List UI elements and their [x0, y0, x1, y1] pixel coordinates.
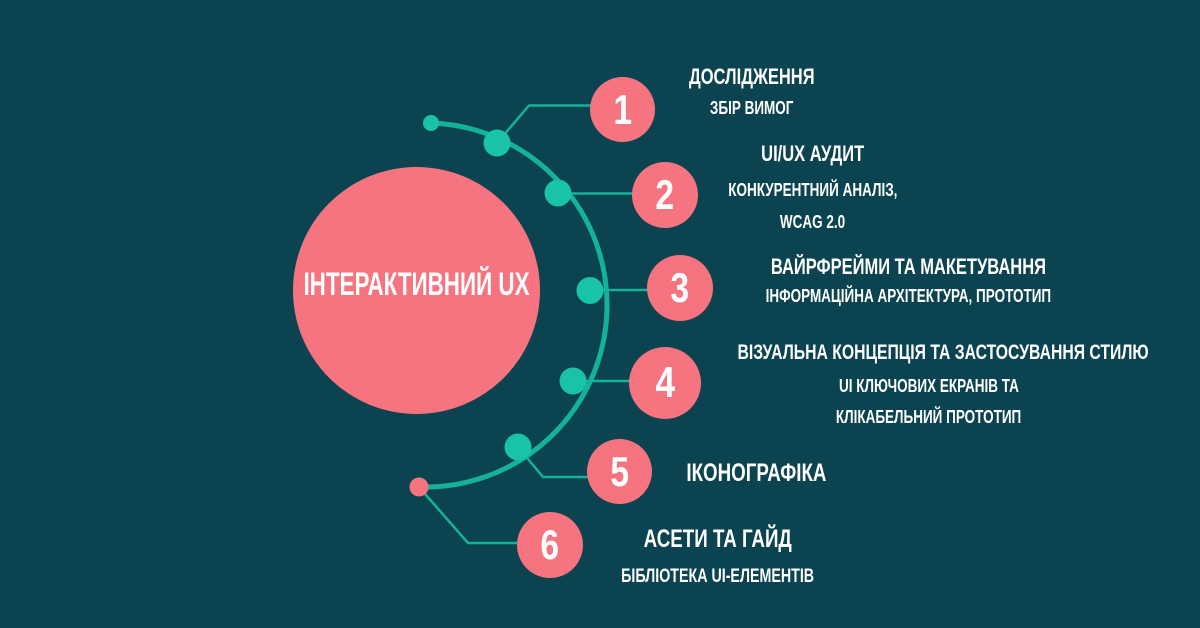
arc-node-5: [504, 433, 532, 461]
step-number-5: 5: [610, 447, 629, 495]
step-circle-1: 1: [590, 77, 655, 142]
arc-node-3: [576, 277, 604, 304]
step-circle-2: 2: [632, 162, 698, 228]
central-topic-label: ІНТЕРАКТИВНИЙ UX: [303, 265, 530, 302]
step-number-6: 6: [540, 521, 560, 568]
step-number-2: 2: [655, 171, 675, 218]
step-circle-5: 5: [587, 439, 652, 504]
step-circle-4: 4: [629, 347, 701, 419]
step-circle-3: 3: [647, 255, 713, 321]
arc-end-dot: [409, 477, 429, 497]
arc-node-1: [483, 129, 511, 157]
step-number-4: 4: [655, 358, 675, 407]
arc-start-dot: [423, 115, 439, 131]
step-number-1: 1: [613, 85, 632, 133]
timeline-arc: [416, 120, 610, 490]
connector-step-1: [496, 104, 592, 144]
arc-node-2: [544, 179, 572, 207]
arc-node-4: [559, 367, 587, 395]
step-circle-6: 6: [517, 512, 583, 578]
connector-step-6: [418, 486, 519, 545]
central-topic-circle: ІНТЕРАКТИВНИЙ UX: [293, 167, 540, 414]
step-number-3: 3: [670, 264, 690, 311]
